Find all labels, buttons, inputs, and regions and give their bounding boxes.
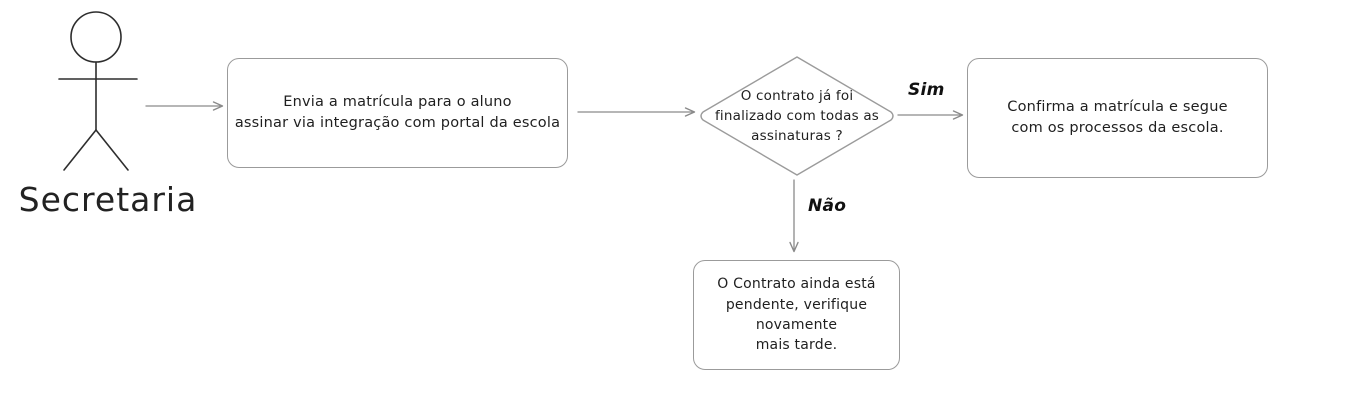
node-confirm-enrollment: Confirma a matrícula e segue com os proc…	[967, 58, 1268, 178]
node-decision-text: O contrato já foi finalizado com todas a…	[714, 87, 880, 145]
stick-figure-icon	[58, 11, 138, 171]
node-confirm-enrollment-text: Confirma a matrícula e segue com os proc…	[1007, 98, 1228, 136]
actor-label: Secretaria	[18, 180, 198, 219]
node-contract-pending: O Contrato ainda está pendente, verifiqu…	[693, 260, 900, 370]
node-send-enrollment-text: Envia a matrícula para o aluno assinar v…	[234, 93, 561, 131]
edge-label-yes: Sim	[908, 80, 945, 100]
node-decision: O contrato já foi finalizado com todas a…	[707, 83, 887, 149]
node-send-enrollment: Envia a matrícula para o aluno assinar v…	[227, 58, 568, 168]
node-contract-pending-text: O Contrato ainda está pendente, verifiqu…	[717, 276, 876, 354]
edge-label-no: Não	[808, 196, 847, 216]
decision-diamond-shape	[700, 56, 894, 176]
